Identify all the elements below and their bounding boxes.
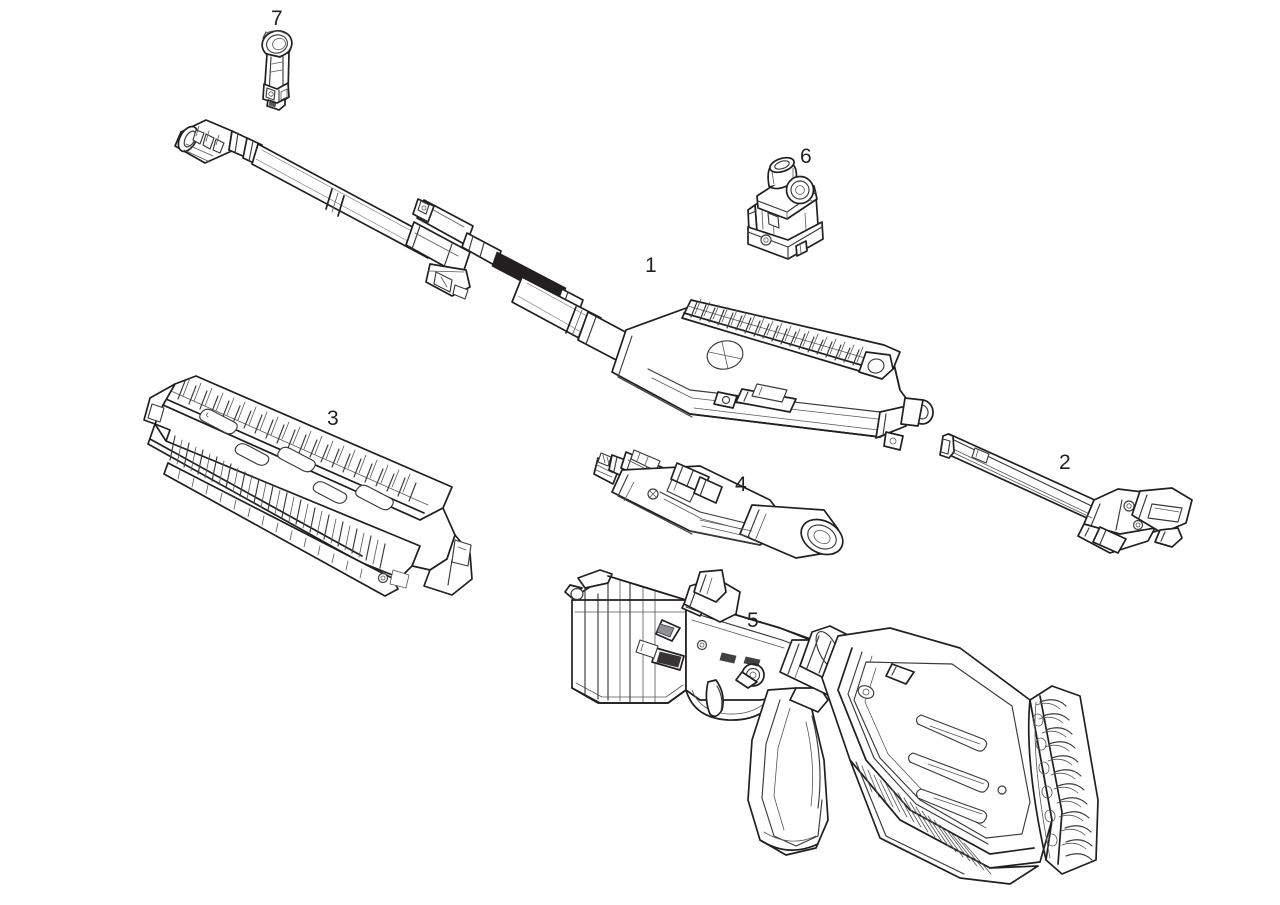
callout-label-1: 1 — [645, 254, 657, 277]
callout-label-2: 2 — [1059, 451, 1071, 474]
part-3-quad-rail-handguard[interactable] — [143, 375, 473, 597]
part-1-barrel-upper-receiver-assembly[interactable] — [174, 119, 934, 451]
barrel-extension — [511, 276, 632, 363]
part-6-rear-sight-assembly[interactable] — [747, 155, 824, 260]
part-7-front-sight-post[interactable] — [259, 27, 295, 111]
upper-receiver — [611, 302, 934, 451]
handguard-vent-slots — [199, 408, 394, 511]
pistol-grip — [747, 687, 829, 856]
gas-block-assembly — [405, 198, 474, 300]
part-2-charging-handle[interactable] — [939, 433, 1193, 554]
muzzle-brake — [174, 119, 263, 166]
callout-label-7: 7 — [271, 7, 283, 30]
part-5-lower-receiver-assembly[interactable] — [564, 569, 1099, 885]
callout-label-5: 5 — [747, 609, 759, 632]
callout-label-6: 6 — [800, 145, 812, 168]
buttstock — [821, 627, 1099, 885]
callout-label-4: 4 — [735, 473, 747, 496]
callout-label-3: 3 — [327, 407, 339, 430]
upper-receiver-picatinny-rail — [681, 298, 901, 380]
part-4-bolt-carrier-group[interactable] — [593, 449, 849, 561]
magazine-well — [564, 569, 687, 704]
